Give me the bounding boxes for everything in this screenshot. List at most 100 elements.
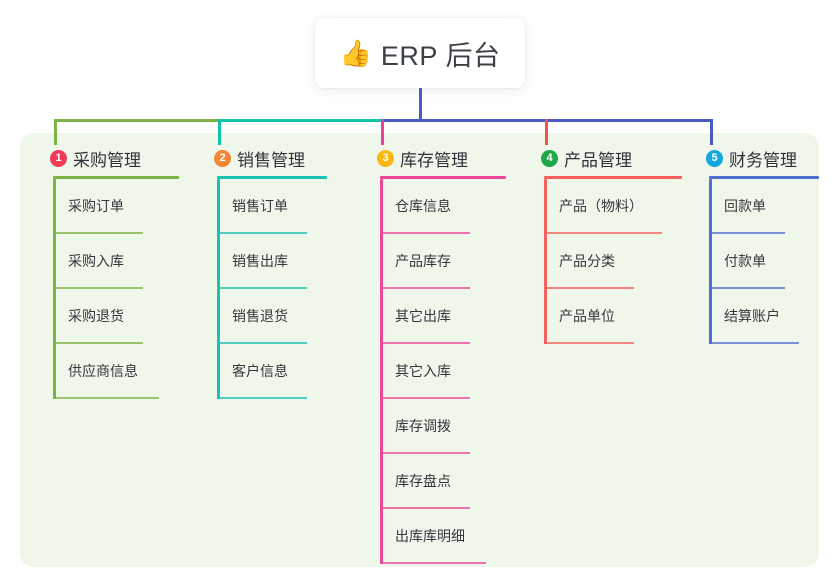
column-rule-5 bbox=[709, 176, 819, 179]
leaf-item-label: 出库库明细 bbox=[395, 528, 465, 544]
leaf-item-label: 结算账户 bbox=[724, 308, 780, 324]
drop-finance bbox=[710, 119, 713, 145]
leaf-item[interactable]: 客户信息 bbox=[200, 344, 350, 399]
leaf-item[interactable]: 产品分类 bbox=[527, 234, 677, 289]
leaf-item[interactable]: 产品库存 bbox=[363, 234, 513, 289]
root-stem bbox=[419, 86, 422, 122]
column-title-3: 库存管理 bbox=[400, 150, 468, 170]
leaf-item[interactable]: 销售出库 bbox=[200, 234, 350, 289]
leaf-item-label: 产品单位 bbox=[559, 308, 615, 324]
leaf-item-label: 回款单 bbox=[724, 198, 766, 214]
column-title-2: 销售管理 bbox=[237, 150, 305, 170]
leaf-item-label: 销售出库 bbox=[232, 253, 288, 269]
leaf-item-label: 销售订单 bbox=[232, 198, 288, 214]
column-body-2: 销售订单销售出库销售退货客户信息 bbox=[200, 179, 350, 399]
leaf-item-rule bbox=[380, 452, 470, 454]
leaf-item-rule bbox=[380, 342, 470, 344]
connector-bar-segment-green bbox=[54, 119, 220, 122]
leaf-item-rule bbox=[53, 342, 143, 344]
connector-bar-segment-teal bbox=[218, 119, 383, 122]
thumbs-up-icon: 👍 bbox=[339, 38, 372, 68]
leaf-item-rule bbox=[380, 562, 486, 564]
leaf-item-rule bbox=[380, 507, 470, 509]
leaf-item-rule bbox=[380, 397, 470, 399]
leaf-item-rule bbox=[217, 232, 307, 234]
column-5: 5 财务管理回款单付款单结算账户 bbox=[692, 145, 839, 344]
leaf-item[interactable]: 采购入库 bbox=[36, 234, 186, 289]
drop-product bbox=[545, 119, 548, 145]
column-badge-icon-1: 1 bbox=[50, 149, 67, 167]
column-header-5[interactable]: 5 财务管理 bbox=[692, 145, 839, 171]
column-spine-4 bbox=[544, 179, 547, 344]
leaf-item[interactable]: 仓库信息 bbox=[363, 179, 513, 234]
leaf-item[interactable]: 采购退货 bbox=[36, 289, 186, 344]
column-title-4: 产品管理 bbox=[564, 150, 632, 170]
leaf-item-rule bbox=[544, 342, 634, 344]
column-badge-icon-4: 4 bbox=[541, 149, 558, 167]
leaf-item[interactable]: 付款单 bbox=[692, 234, 839, 289]
leaf-item-label: 其它入库 bbox=[395, 363, 451, 379]
column-spine-1 bbox=[53, 179, 56, 399]
leaf-item-label: 采购订单 bbox=[68, 198, 124, 214]
drop-purchase bbox=[54, 119, 57, 145]
leaf-item[interactable]: 产品单位 bbox=[527, 289, 677, 344]
leaf-item[interactable]: 产品（物料） bbox=[527, 179, 677, 234]
leaf-item[interactable]: 供应商信息 bbox=[36, 344, 186, 399]
leaf-item[interactable]: 其它入库 bbox=[363, 344, 513, 399]
column-badge-icon-2: 2 bbox=[214, 149, 231, 167]
root-node[interactable]: 👍 ERP 后台 bbox=[315, 18, 525, 88]
leaf-item[interactable]: 销售退货 bbox=[200, 289, 350, 344]
leaf-item-label: 采购入库 bbox=[68, 253, 124, 269]
column-body-5: 回款单付款单结算账户 bbox=[692, 179, 839, 344]
leaf-item[interactable]: 库存调拨 bbox=[363, 399, 513, 454]
content-panel bbox=[20, 133, 819, 567]
leaf-item[interactable]: 回款单 bbox=[692, 179, 839, 234]
leaf-item-rule bbox=[217, 342, 307, 344]
leaf-item-rule bbox=[53, 232, 143, 234]
leaf-item-label: 产品分类 bbox=[559, 253, 615, 269]
column-2: 2 销售管理销售订单销售出库销售退货客户信息 bbox=[200, 145, 350, 399]
leaf-item[interactable]: 销售订单 bbox=[200, 179, 350, 234]
leaf-item-rule bbox=[709, 342, 799, 344]
leaf-item[interactable]: 结算账户 bbox=[692, 289, 839, 344]
column-spine-5 bbox=[709, 179, 712, 344]
leaf-item-label: 供应商信息 bbox=[68, 363, 138, 379]
leaf-item-label: 其它出库 bbox=[395, 308, 451, 324]
leaf-item-rule bbox=[380, 287, 470, 289]
column-title-5: 财务管理 bbox=[729, 150, 797, 170]
leaf-item-label: 产品库存 bbox=[395, 253, 451, 269]
leaf-item-rule bbox=[709, 232, 785, 234]
leaf-item[interactable]: 出库库明细 bbox=[363, 509, 513, 564]
leaf-item[interactable]: 采购订单 bbox=[36, 179, 186, 234]
column-body-3: 仓库信息产品库存其它出库其它入库库存调拨库存盘点出库库明细 bbox=[363, 179, 513, 564]
leaf-item-rule bbox=[217, 287, 307, 289]
column-rule-1 bbox=[53, 176, 179, 179]
column-rule-3 bbox=[380, 176, 506, 179]
leaf-item-rule bbox=[709, 287, 785, 289]
leaf-item[interactable]: 其它出库 bbox=[363, 289, 513, 344]
column-header-4[interactable]: 4 产品管理 bbox=[527, 145, 677, 171]
column-header-3[interactable]: 3 库存管理 bbox=[363, 145, 513, 171]
root-node-label: ERP 后台 bbox=[380, 40, 501, 71]
column-rule-4 bbox=[544, 176, 682, 179]
column-badge-icon-3: 3 bbox=[377, 149, 394, 167]
column-header-2[interactable]: 2 销售管理 bbox=[200, 145, 350, 171]
column-body-4: 产品（物料） 产品分类产品单位 bbox=[527, 179, 677, 344]
leaf-item-rule bbox=[544, 287, 634, 289]
leaf-item-label: 客户信息 bbox=[232, 363, 288, 379]
column-badge-icon-5: 5 bbox=[706, 149, 723, 167]
drop-sales bbox=[218, 119, 221, 145]
leaf-item-rule bbox=[544, 232, 662, 234]
column-3: 3 库存管理仓库信息产品库存其它出库其它入库库存调拨库存盘点出库库明细 bbox=[363, 145, 513, 564]
column-rule-2 bbox=[217, 176, 327, 179]
leaf-item[interactable]: 库存盘点 bbox=[363, 454, 513, 509]
drop-inventory bbox=[381, 119, 384, 145]
leaf-item-rule bbox=[217, 397, 307, 399]
leaf-item-label: 产品（物料） bbox=[559, 198, 643, 214]
column-spine-2 bbox=[217, 179, 220, 399]
leaf-item-label: 库存调拨 bbox=[395, 418, 451, 434]
leaf-item-label: 付款单 bbox=[724, 253, 766, 269]
